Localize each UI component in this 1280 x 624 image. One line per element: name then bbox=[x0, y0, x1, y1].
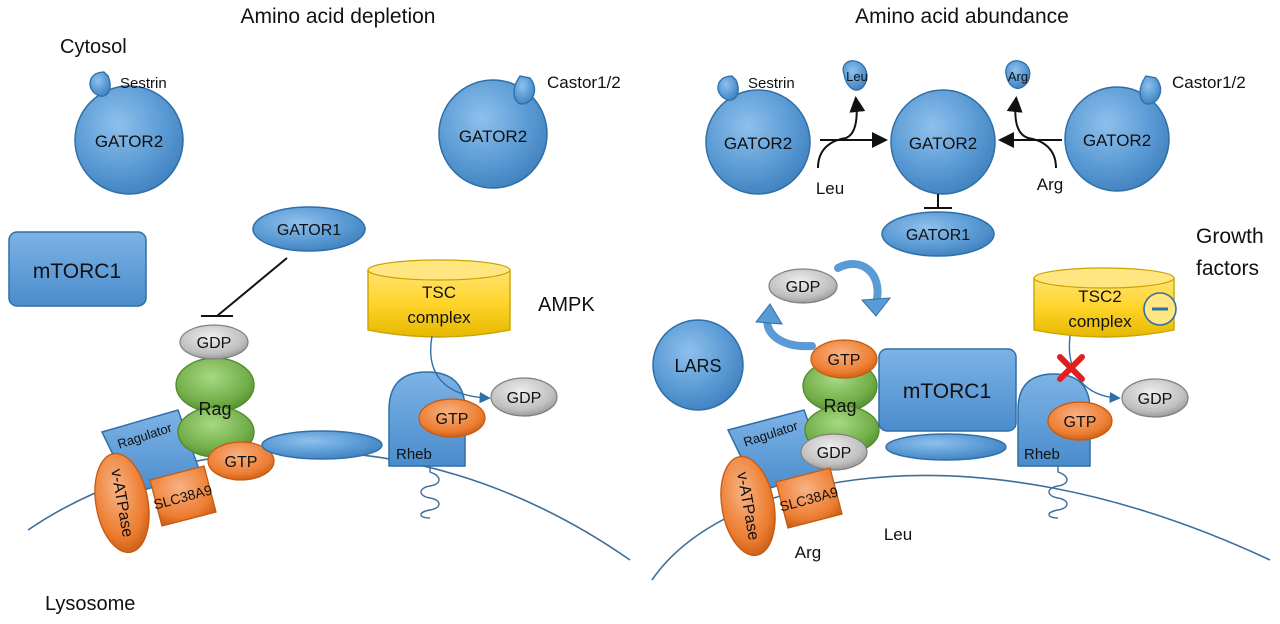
right-arg-lumen-label: Arg bbox=[795, 543, 821, 562]
right-rag-label: Rag bbox=[823, 396, 856, 416]
left-gator2-sestrin: GATOR2 Sestrin bbox=[74, 71, 184, 195]
right-gtp-rheb: GTP bbox=[1047, 401, 1113, 441]
left-tsc-complex: TSC complex bbox=[367, 259, 511, 338]
right-gator2-center-label: GATOR2 bbox=[909, 134, 977, 153]
right-mtorc1: mTORC1 bbox=[878, 348, 1017, 432]
right-tsc2-label-2: complex bbox=[1068, 312, 1132, 331]
right-arg-input-label: Arg bbox=[1037, 175, 1063, 194]
right-mtorc1-label: mTORC1 bbox=[903, 380, 991, 403]
right-gdp-rag-label: GDP bbox=[817, 445, 852, 462]
left-gator2-castor: GATOR2 Castor1/2 bbox=[438, 73, 621, 189]
right-lysosome-membrane bbox=[651, 474, 1271, 581]
right-gdp-rag: GDP bbox=[800, 433, 868, 471]
right-rheb-label: Rheb bbox=[1024, 446, 1060, 463]
left-gdp-rheb: GDP bbox=[490, 377, 558, 417]
right-lars-label: LARS bbox=[674, 356, 721, 376]
right-exchange-arrow-top-head bbox=[860, 297, 892, 317]
right-heading: Amino acid abundance bbox=[855, 5, 1069, 28]
left-gator1-inhibition bbox=[216, 257, 288, 317]
right-tsc2-label-1: TSC2 bbox=[1078, 287, 1121, 306]
right-gator1-label: GATOR1 bbox=[906, 227, 970, 244]
left-gator2-label-2: GATOR2 bbox=[459, 127, 527, 146]
left-gtp-rheb-label: GTP bbox=[436, 411, 469, 428]
right-gtp-rag: GTP bbox=[810, 339, 878, 379]
left-rheb-label: Rheb bbox=[396, 446, 432, 463]
left-gdp-rag-label: GDP bbox=[197, 335, 232, 352]
left-castor-label: Castor1/2 bbox=[547, 73, 621, 92]
lysosome-label: Lysosome bbox=[45, 593, 135, 615]
left-sestrin-label: Sestrin bbox=[120, 75, 167, 92]
right-sestrin-label: Sestrin bbox=[748, 75, 795, 92]
right-gdp-rheb-label: GDP bbox=[1138, 391, 1173, 408]
right-rheb-spring bbox=[1048, 466, 1068, 519]
left-gtp-rag: GTP bbox=[207, 441, 275, 481]
right-gdp-rheb: GDP bbox=[1121, 378, 1189, 418]
left-vatpase: v-ATPase bbox=[94, 452, 150, 554]
right-castor-label: Castor1/2 bbox=[1172, 73, 1246, 92]
right-arg-input-curve bbox=[1006, 96, 1057, 169]
right-gdp-cycle: GDP bbox=[768, 268, 838, 304]
left-gator2-label-1: GATOR2 bbox=[95, 132, 163, 151]
right-gator2-sestrin: GATOR2 Sestrin bbox=[705, 75, 811, 195]
right-gtp-rheb-label: GTP bbox=[1064, 414, 1097, 431]
left-mtorc1: mTORC1 bbox=[8, 231, 147, 307]
left-gtp-rheb: GTP bbox=[418, 398, 486, 438]
right-gtp-rag-label: GTP bbox=[828, 352, 861, 369]
right-gator2-castor: GATOR2 Castor1/2 bbox=[1064, 73, 1246, 192]
right-leu-lumen-label: Leu bbox=[884, 525, 912, 544]
right-exchange-arrow-top bbox=[834, 260, 882, 308]
right-gator2-label-2: GATOR2 bbox=[1083, 131, 1151, 150]
right-arg-castor-released: Arg bbox=[1005, 60, 1031, 89]
right-leu-sestrin-released: Leu bbox=[842, 60, 868, 91]
right-gator2-label-1: GATOR2 bbox=[724, 134, 792, 153]
right-gator2-center: GATOR2 bbox=[890, 89, 996, 195]
right-rheb-anchor bbox=[885, 433, 1007, 461]
right-exchange-arrow-bottom-head bbox=[755, 303, 783, 325]
right-arg-bound-label: Arg bbox=[1008, 69, 1028, 84]
right-gator1: GATOR1 bbox=[881, 211, 995, 257]
left-heading: Amino acid depletion bbox=[241, 5, 436, 28]
left-mtorc1-label: mTORC1 bbox=[33, 260, 121, 283]
growth-factors-label-1: Growth bbox=[1196, 225, 1264, 248]
left-tsc-label-1: TSC bbox=[422, 283, 456, 302]
red-x-block-icon bbox=[1057, 354, 1085, 382]
left-gdp-rheb-label: GDP bbox=[507, 390, 542, 407]
left-rheb-spring bbox=[420, 466, 440, 519]
right-lars: LARS bbox=[652, 319, 744, 411]
left-rag-label: Rag bbox=[198, 399, 231, 419]
left-rheb-anchor bbox=[261, 430, 383, 460]
left-tsc-gtp-hydrolysis-arrow bbox=[430, 335, 491, 404]
right-vatpase: v-ATPase bbox=[720, 455, 776, 557]
ampk-label: AMPK bbox=[538, 294, 595, 316]
left-slc38a9: SLC38A9 bbox=[149, 465, 217, 527]
right-leu-bound-label: Leu bbox=[846, 69, 868, 84]
cytosol-label: Cytosol bbox=[60, 36, 127, 58]
growth-factors-label-2: factors bbox=[1196, 257, 1259, 280]
right-slc38a9: SLC38A9 bbox=[775, 467, 843, 529]
right-leu-input-curve bbox=[817, 96, 866, 169]
left-gator1-label: GATOR1 bbox=[277, 222, 341, 239]
right-tsc2-complex: TSC2 complex bbox=[1033, 267, 1177, 338]
left-gator1: GATOR1 bbox=[252, 206, 366, 252]
right-gdp-cycle-label: GDP bbox=[786, 279, 821, 296]
left-tsc-label-2: complex bbox=[407, 308, 471, 327]
left-gdp-rag: GDP bbox=[179, 324, 249, 360]
right-leu-input-label: Leu bbox=[816, 179, 844, 198]
left-gtp-rag-label: GTP bbox=[225, 454, 258, 471]
